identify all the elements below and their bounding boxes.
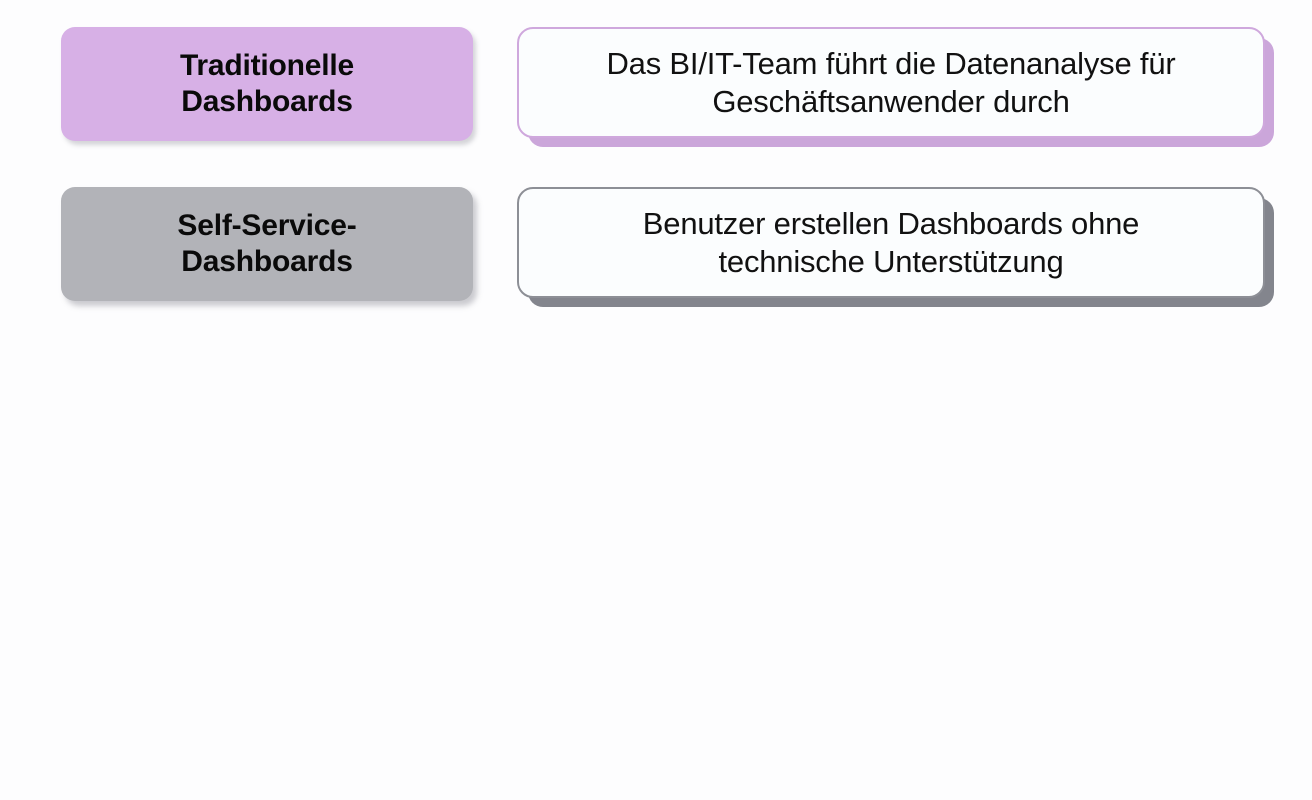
description-line-1: Benutzer erstellen Dashboards ohne bbox=[642, 206, 1140, 242]
description-card-traditional-dashboards[interactable]: Das BI/IT-Team führt die Datenanalyse fü… bbox=[517, 27, 1265, 138]
label-line-2: Dashboards bbox=[181, 85, 353, 118]
label-line-1: Traditionelle bbox=[179, 49, 355, 82]
label-chip-self-service-dashboards[interactable]: Self-Service-Dashboards bbox=[61, 187, 473, 301]
description-line-2: technische Unterstützung bbox=[718, 243, 1064, 279]
label-chip-text: Self-Service-Dashboards bbox=[163, 208, 370, 280]
description-line-1: Das BI/IT-Team führt die Datenanalyse fü… bbox=[606, 46, 1176, 82]
description-line-2: Geschäftsanwender durch bbox=[712, 83, 1070, 119]
label-line-1: Self-Service- bbox=[177, 209, 357, 242]
label-line-2: Dashboards bbox=[181, 245, 353, 278]
description-card-text: Das BI/IT-Team führt die Datenanalyse fü… bbox=[582, 45, 1199, 119]
